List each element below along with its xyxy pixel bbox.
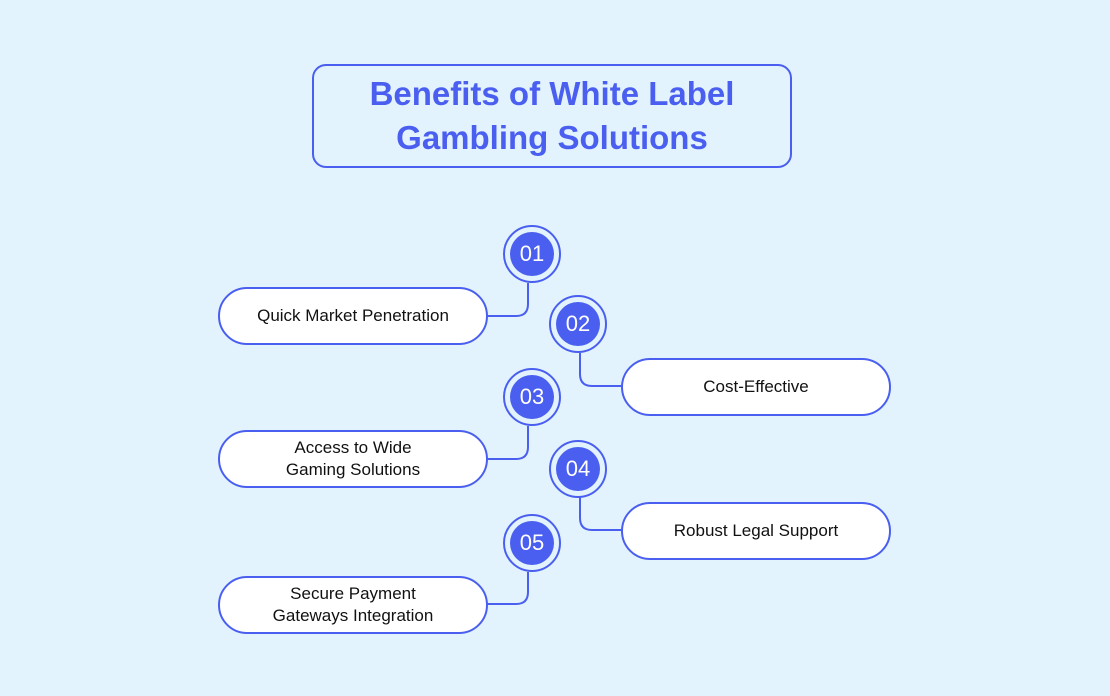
badge-number-04: 04: [556, 447, 600, 491]
badge-number-05: 05: [510, 521, 554, 565]
benefit-label-04: Robust Legal Support: [673, 521, 839, 540]
benefit-label-01: Quick Market Penetration: [257, 306, 449, 325]
title-line-1: Benefits of White Label: [369, 75, 735, 112]
benefit-pill-02: Cost-Effective: [621, 358, 891, 416]
title-line-2: Gambling Solutions: [396, 119, 708, 156]
badge-number-03: 03: [510, 375, 554, 419]
benefit-label-03: Access to Wide Gaming Solutions: [285, 438, 421, 479]
badge-number-01: 01: [510, 232, 554, 276]
benefit-label-02: Cost-Effective: [703, 377, 809, 396]
badge-number-02: 02: [556, 302, 600, 346]
connector-01: [266, 240, 529, 317]
badge-04: 04: [549, 440, 607, 498]
badge-02: 02: [549, 295, 607, 353]
connector-05: [266, 530, 529, 605]
benefit-pill-04: Robust Legal Support: [621, 502, 891, 560]
benefit-label-05: Secure Payment Gateways Integration: [272, 584, 434, 625]
benefit-pill-01: Quick Market Penetration: [218, 287, 488, 345]
badge-01: 01: [503, 225, 561, 283]
title-box: Benefits of White Label Gambling Solutio…: [312, 64, 792, 168]
connector-03: [266, 384, 529, 460]
connector-04: [579, 457, 845, 531]
connector-02: [579, 313, 845, 387]
badge-03: 03: [503, 368, 561, 426]
benefit-pill-05: Secure Payment Gateways Integration: [218, 576, 488, 634]
badge-05: 05: [503, 514, 561, 572]
benefit-pill-03: Access to Wide Gaming Solutions: [218, 430, 488, 488]
